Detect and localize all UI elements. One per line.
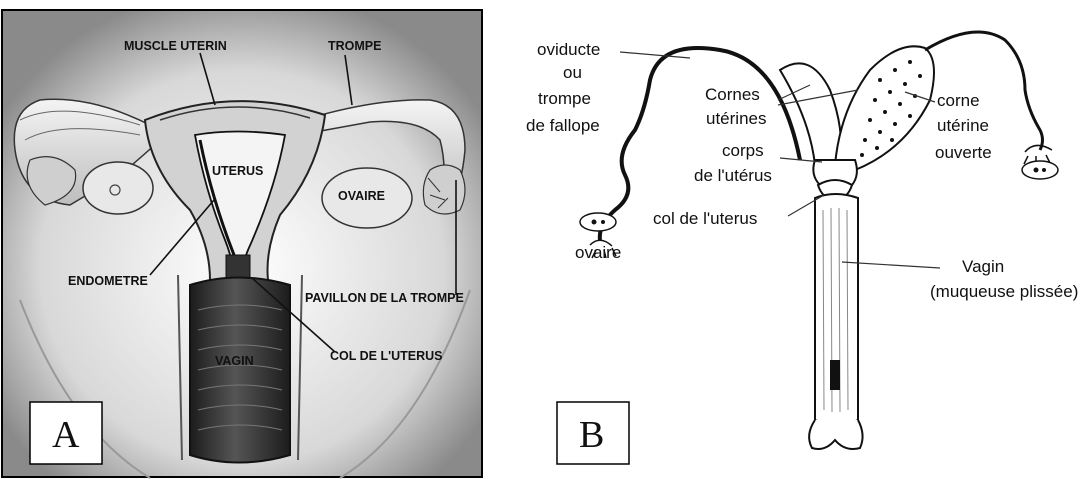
label-pavillon: PAVILLON DE LA TROMPE [305,291,464,305]
label-muscle-uterin: MUSCLE UTERIN [124,39,227,53]
label-col-b: col de l'uterus [653,209,757,228]
left-ovary-b [580,213,616,231]
label-ovaire-b: ovaire [575,243,621,262]
label-col-a: COL DE L'UTERUS [330,349,442,363]
label-muqueuse: (muqueuse plissée) [930,282,1078,301]
label-cornes: Cornes [705,85,760,104]
label-trompe-b: trompe [538,89,591,108]
panel-a: MUSCLE UTERIN TROMPE UTERUS OVAIRE ENDOM… [2,10,482,478]
label-endometre: ENDOMETRE [68,274,148,288]
label-vagin-b: Vagin [962,257,1004,276]
panel-b: oviducte ou trompe de fallope Cornes uté… [526,32,1078,464]
label-uterine: utérine [937,116,989,135]
label-vagin-a: VAGIN [215,354,254,368]
right-fimbriae [423,165,465,214]
label-de-luterus: de l'utérus [694,166,772,185]
label-trompe-a: TROMPE [328,39,381,53]
vulva-b [809,420,862,449]
right-horn-b [835,46,934,170]
anatomy-illustration-b [580,32,1058,449]
panel-a-letter: A [52,414,80,456]
left-ovary [83,162,153,214]
label-uterus: UTERUS [212,164,263,178]
panel-b-letter: B [579,414,604,456]
label-ou: ou [563,63,582,82]
left-horn-b [780,63,841,165]
leader-oviducte [620,52,690,58]
label-corne: corne [937,91,980,110]
right-ovary-b [1022,161,1058,179]
label-ovaire-a: OVAIRE [338,189,385,203]
label-de-fallope: de fallope [526,116,600,135]
vagina-b [815,194,858,425]
label-ouverte: ouverte [935,143,992,162]
label-oviducte: oviducte [537,40,600,59]
label-corps: corps [722,141,764,160]
label-uterines: utérines [706,109,766,128]
